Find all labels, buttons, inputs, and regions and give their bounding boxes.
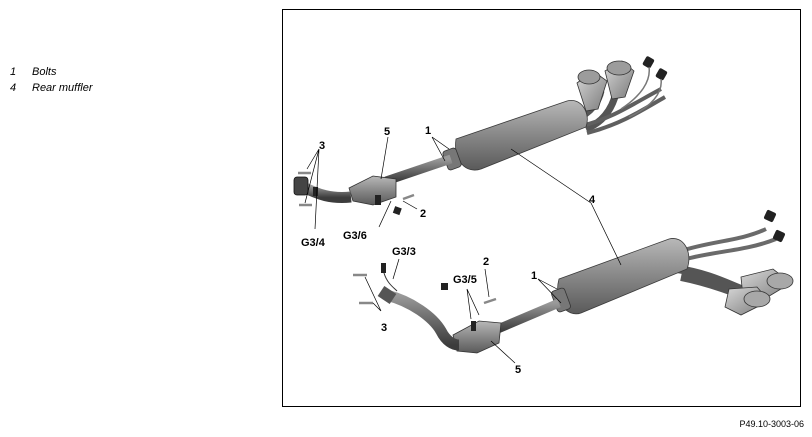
legend-item-bolts: 1 Bolts: [10, 64, 93, 80]
sensor-g3-4-upper: [313, 187, 318, 196]
upper-actuator-2: [655, 68, 668, 81]
lower-nut: [441, 283, 448, 290]
callout-cat-lower: 5: [515, 364, 521, 376]
leader-lines: [304, 136, 622, 364]
upper-intermediate-pipe: [384, 154, 453, 186]
sensor-g3-3-cable: [383, 272, 398, 292]
lower-tailpipe-1-opening: [766, 272, 794, 290]
lower-tailpipe-2-opening: [743, 290, 771, 308]
lower-rear-muffler: [557, 238, 690, 315]
figure-code: P49.10-3003-06: [739, 419, 804, 429]
callout-nut-lower: 2: [483, 256, 489, 268]
upper-exhaust-assembly: [293, 56, 668, 216]
legend-number: 4: [10, 82, 17, 94]
callout-sensor-g3-4: G3/4: [301, 237, 326, 249]
lower-front-pipe-inlet: [377, 286, 397, 304]
sensor-g3-5-lower: [471, 321, 476, 331]
lower-bolt-2: [483, 297, 497, 305]
callout-sensor-g3-6: G3/6: [343, 230, 367, 242]
callout-rear-muffler: 4: [589, 194, 596, 206]
legend-item-rear-muffler: 4 Rear muffler: [10, 80, 93, 96]
upper-front-pipe: [298, 181, 352, 203]
upper-bolt-2: [402, 193, 415, 201]
callout-bolts-lower: 1: [531, 270, 537, 282]
sensor-g3-6-upper: [375, 195, 381, 205]
legend-number: 1: [10, 66, 17, 78]
callout-screws-upper: 3: [319, 140, 325, 152]
upper-flange: [293, 176, 309, 196]
upper-tailpipe-2-opening: [606, 60, 632, 76]
exhaust-system-figure: 1 5 3 2 G3/4 G3/6 4 G3/3 2 1 G3/5 3 5: [282, 9, 801, 407]
callout-cat-upper: 5: [384, 126, 390, 138]
upper-rear-pipes-2: [580, 87, 667, 135]
legend-label: Bolts: [32, 66, 57, 78]
callout-bolts-upper: 1: [425, 125, 431, 137]
sensor-g3-3-lower: [381, 263, 386, 273]
lower-actuator-1: [764, 210, 776, 222]
callout-screws-lower: 3: [381, 322, 387, 334]
callout-sensor-g3-3: G3/3: [392, 246, 416, 258]
lower-actuator-2: [773, 230, 785, 242]
lower-exhaust-assembly: [353, 210, 794, 354]
lower-front-pipe: [384, 289, 460, 351]
exhaust-illustration: 1 5 3 2 G3/4 G3/6 4 G3/3 2 1 G3/5 3 5: [293, 56, 794, 376]
lower-rear-pipes: [680, 227, 777, 261]
upper-rear-muffler: [455, 99, 588, 171]
legend: 1 Bolts 4 Rear muffler: [10, 64, 93, 96]
lower-intermediate-pipe: [491, 298, 561, 336]
callout-nut-upper: 2: [420, 208, 426, 220]
upper-actuator-1: [642, 56, 655, 69]
upper-catalytic-converter: [348, 175, 397, 206]
upper-tailpipe-1-opening: [577, 69, 601, 85]
upper-nut: [392, 206, 402, 216]
upper-actuator-cables: [620, 66, 662, 118]
legend-label: Rear muffler: [32, 82, 93, 94]
lower-catalytic-converter: [452, 320, 502, 354]
callout-sensor-g3-5: G3/5: [453, 274, 477, 286]
